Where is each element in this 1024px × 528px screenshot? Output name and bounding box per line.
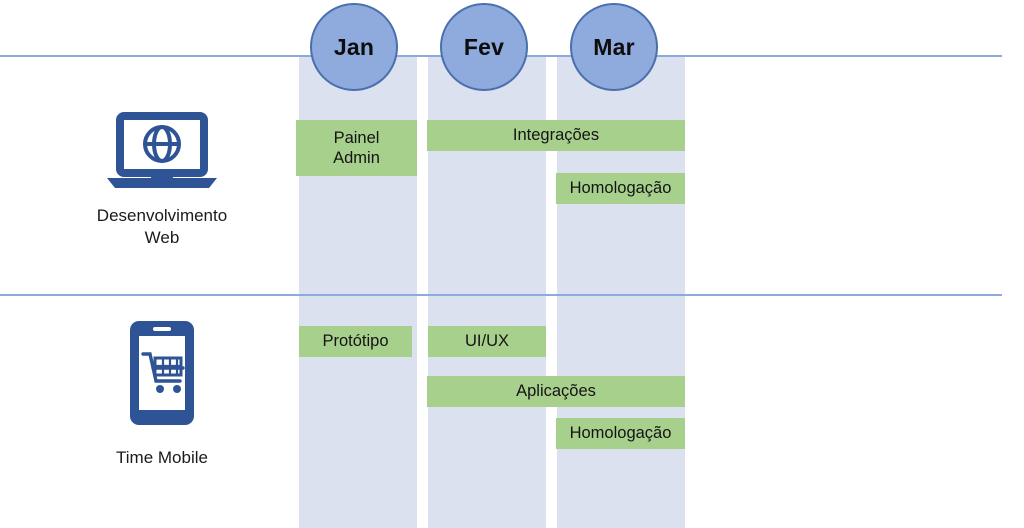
task-label-prototipo: Protótipo (322, 332, 389, 351)
task-bar-aplicacoes[interactable]: Aplicações (427, 376, 685, 407)
lane-label-web-line2: Web (144, 228, 180, 248)
task-bar-homologacao-mobile[interactable]: Homologação (556, 418, 685, 449)
month-label-fev: Fev (463, 33, 505, 60)
task-bar-integracoes[interactable]: Integrações (427, 120, 685, 151)
lane-label-web: Desenvolvimento Web (97, 205, 227, 249)
month-badge-fev[interactable]: Fev (440, 3, 528, 91)
month-badge-jan[interactable]: Jan (310, 3, 398, 91)
lane-divider-middle (0, 294, 1002, 296)
task-label-aplicacoes: Aplicações (516, 382, 596, 401)
task-label-homologacao-web: Homologação (569, 179, 672, 198)
task-bar-homologacao-web[interactable]: Homologação (556, 173, 685, 204)
month-badge-mar[interactable]: Mar (570, 3, 658, 91)
smartphone-cart-icon (127, 318, 197, 433)
lane-web: Desenvolvimento Web (58, 112, 266, 249)
task-label-uiux: UI/UX (464, 332, 509, 351)
task-label-painel-admin-line2: Admin (333, 149, 380, 167)
task-label-painel-admin-line1: Painel (333, 128, 380, 147)
task-bar-painel-admin[interactable]: Painel Admin (296, 120, 417, 176)
lane-label-web-line1: Desenvolvimento (96, 206, 228, 225)
task-label-homologacao-mobile: Homologação (569, 424, 672, 443)
task-bar-uiux[interactable]: UI/UX (428, 326, 546, 357)
task-label-integracoes: Integrações (512, 126, 600, 145)
lane-label-mobile: Time Mobile (116, 448, 208, 467)
task-bar-prototipo[interactable]: Protótipo (299, 326, 412, 357)
month-label-jan: Jan (333, 33, 375, 60)
laptop-globe-icon (103, 112, 221, 197)
month-label-mar: Mar (593, 33, 635, 60)
lane-mobile: Time Mobile (58, 318, 266, 469)
